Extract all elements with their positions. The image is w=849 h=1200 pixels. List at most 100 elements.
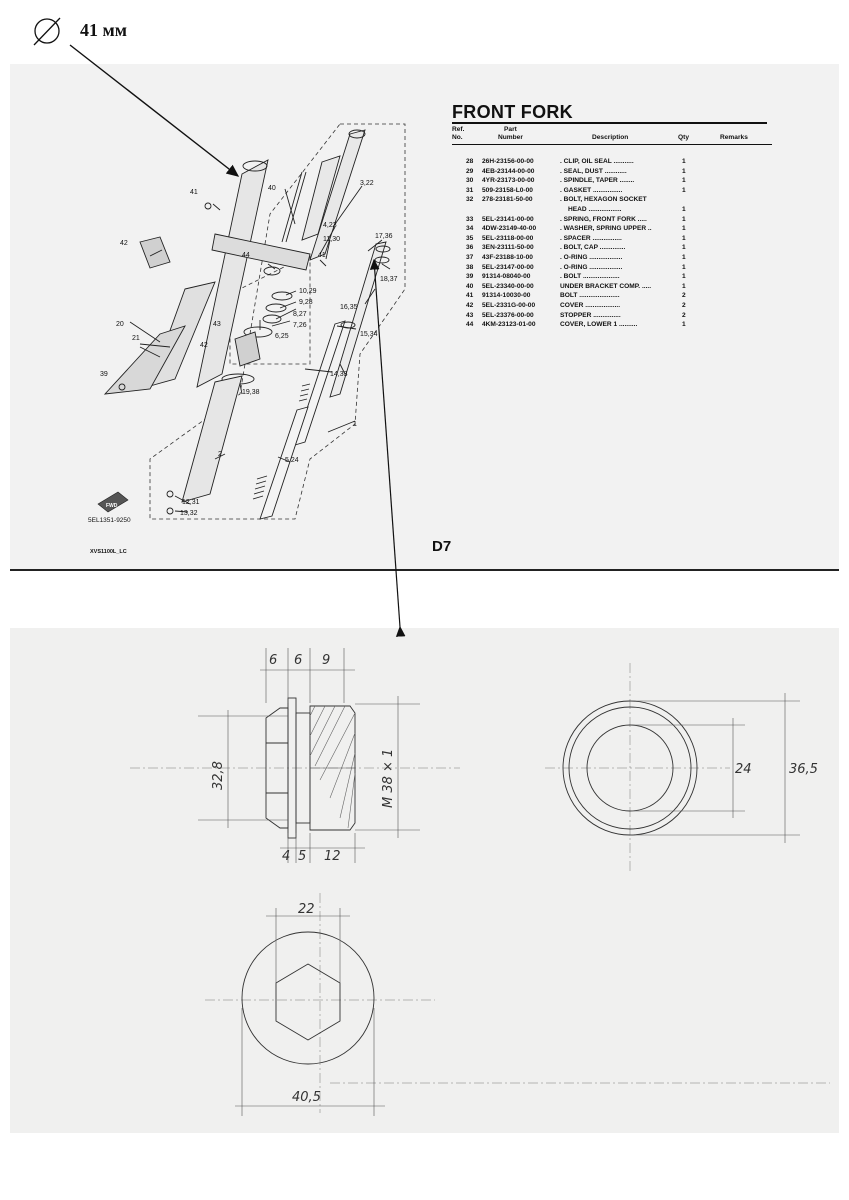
- callout-1: 1: [353, 421, 357, 428]
- parts-catalog-sheet: 41 40 3,22 4,23 11,30 17,36 42 44 41 18,…: [10, 64, 839, 571]
- ref-number: 33: [466, 215, 474, 223]
- callout-10-29: 10,29: [299, 288, 317, 295]
- part-number: 5EL-23141-00-00: [482, 215, 534, 223]
- callout-16-35: 16,35: [340, 304, 358, 311]
- table-row: 32 278-23181-50-00 . BOLT, HEXAGON SOCKET: [452, 195, 772, 205]
- technical-drawing-sheet: 6 6 9 32,8 M 38 × 1 4 5 12 24 36,5: [10, 628, 839, 1133]
- part-description: . SEAL, DUST ............: [560, 167, 627, 175]
- callout-21: 21: [132, 335, 140, 342]
- diameter-note: 41 мм: [30, 14, 230, 54]
- callout-17-36: 17,36: [375, 233, 393, 240]
- part-description: BOLT ......................: [560, 292, 620, 300]
- header-number: Number: [498, 134, 523, 141]
- part-description: . WASHER, SPRING UPPER ..: [560, 225, 652, 233]
- title-rule: [452, 122, 767, 124]
- ref-number: 43: [466, 311, 474, 319]
- callout-4-23: 4,23: [323, 222, 337, 229]
- page-code: D7: [432, 538, 452, 555]
- dim-22: 22: [298, 902, 315, 917]
- part-number: 5EL-23118-00-00: [482, 234, 534, 242]
- callout-15-34: 15,34: [360, 331, 378, 338]
- top-view-dimension-lines: [235, 908, 385, 1116]
- part-number: 5EL-2331G-00-00: [482, 301, 536, 309]
- part-description-continued: HEAD ..................: [568, 205, 622, 213]
- part-number: 3EN-23111-50-00: [482, 244, 534, 252]
- ref-number: 31: [466, 186, 474, 194]
- callout-labels: 41 40 3,22 4,23 11,30 17,36 42 44 41 18,…: [100, 180, 398, 517]
- part-qty: 2: [682, 301, 686, 309]
- callout-13-32: 13,32: [180, 510, 198, 517]
- part-number: 278-23181-50-00: [482, 196, 533, 204]
- dim-36-5: 36,5: [789, 762, 818, 777]
- part-description: COVER, LOWER 1 ..........: [560, 321, 638, 329]
- exploded-view-diagram: 41 40 3,22 4,23 11,30 17,36 42 44 41 18,…: [88, 123, 406, 524]
- part-description: . GASKET ................: [560, 186, 623, 194]
- part-qty: 1: [682, 186, 686, 194]
- parts-title: FRONT FORK: [452, 102, 573, 122]
- ref-number: 42: [466, 301, 474, 309]
- part-number: 5EL-23376-00-00: [482, 311, 534, 319]
- callout-6-25: 6,25: [275, 333, 289, 340]
- callout-14-33: 14,33: [330, 371, 348, 378]
- dim-6-b: 6: [294, 653, 302, 668]
- sheet-code: XVS1100L_LC: [90, 549, 127, 555]
- part-number: 4YR-23173-00-00: [482, 177, 535, 185]
- callout-41: 41: [190, 189, 198, 196]
- header-no: No.: [452, 134, 463, 141]
- part-description: . CLIP, OIL SEAL ...........: [560, 158, 634, 165]
- part-qty: 1: [682, 244, 686, 252]
- parts-table: Ref. No. Part Number Description Qty Rem…: [452, 126, 772, 330]
- part-qty: 1: [682, 273, 686, 281]
- dimension-lines: [198, 648, 420, 863]
- part-description: UNDER BRACKET COMP. .....: [560, 282, 652, 290]
- assembly-outline: [149, 123, 406, 520]
- diameter-icon: [33, 17, 61, 46]
- dim-12: 12: [324, 849, 341, 864]
- ref-number: 38: [466, 263, 474, 271]
- part-number: 43F-23188-10-00: [482, 253, 533, 261]
- part-description: . BOLT, HEXAGON SOCKET: [560, 196, 647, 204]
- ref-number: 35: [466, 234, 474, 242]
- part-qty: 1: [682, 177, 686, 185]
- callout-39: 39: [100, 371, 108, 378]
- diameter-label: 41 мм: [80, 20, 128, 40]
- dim-32-8: 32,8: [211, 761, 226, 790]
- part-description: . O-RING ..................: [560, 253, 623, 261]
- ref-number: 32: [466, 196, 474, 204]
- table-row-continued: HEAD ..................1: [452, 205, 772, 215]
- header-qty: Qty: [678, 134, 689, 141]
- table-row: 30 4YR-23173-00-00 . SPINDLE, TAPER ......…: [452, 176, 772, 186]
- dim-9: 9: [322, 653, 330, 668]
- ref-number: 30: [466, 177, 474, 185]
- part-description: . SPINDLE, TAPER ........: [560, 177, 635, 185]
- center-lines: [130, 663, 830, 1113]
- part-qty: 1: [682, 282, 686, 290]
- part-qty: 1: [682, 215, 686, 223]
- ref-number: 40: [466, 282, 474, 290]
- callout-43: 43: [213, 321, 221, 328]
- fwd-label: FWD: [106, 503, 118, 509]
- callout-8-27: 8,27: [293, 311, 307, 318]
- header-remarks: Remarks: [720, 134, 748, 141]
- callout-20: 20: [116, 321, 124, 328]
- ref-number: 36: [466, 244, 474, 252]
- end-view-dimension-lines: [630, 693, 800, 843]
- callout-44: 44: [242, 252, 250, 259]
- callout-18-37: 18,37: [380, 276, 398, 283]
- diagram-code: 5EL1351-9250: [88, 517, 131, 524]
- part-number: 4EB-23144-00-00: [482, 167, 535, 175]
- ref-number: 34: [466, 225, 474, 233]
- dim-4: 4: [282, 849, 290, 864]
- part-description: . BOLT ....................: [560, 273, 620, 281]
- ref-number: 44: [466, 321, 474, 329]
- part-qty: 2: [682, 292, 686, 300]
- bolt-side-view: [265, 697, 356, 839]
